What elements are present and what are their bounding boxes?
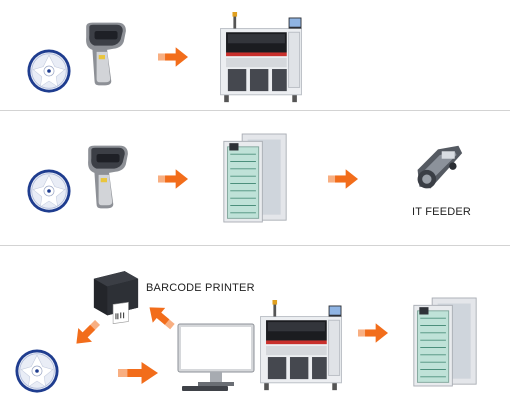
barcode-printer-icon [90, 268, 140, 330]
pick-and-place-machine-icon [218, 12, 304, 104]
barcode-scanner-icon [84, 138, 130, 216]
reel-icon [12, 348, 62, 394]
arrow-right-icon [118, 362, 158, 384]
arrow-up-left-icon [146, 306, 176, 328]
barcode-printer-label: BARCODE PRINTER [146, 282, 255, 294]
row-divider [0, 110, 510, 111]
it-feeder-label: IT FEEDER [412, 206, 472, 218]
feeder-storage-cabinet-icon [412, 294, 478, 390]
arrow-right-icon [158, 46, 188, 68]
reel-icon [24, 48, 74, 94]
reel-icon [24, 168, 74, 214]
arrow-right-icon [158, 168, 188, 190]
arrow-right-icon [358, 322, 388, 344]
row-divider [0, 245, 510, 246]
arrow-down-left-icon [72, 322, 102, 344]
it-feeder-icon [410, 142, 466, 194]
arrow-right-icon [328, 168, 358, 190]
barcode-scanner-icon [82, 15, 128, 93]
computer-monitor-icon [176, 322, 256, 392]
pick-and-place-machine-icon [258, 300, 344, 392]
feeder-storage-cabinet-icon [222, 130, 288, 226]
